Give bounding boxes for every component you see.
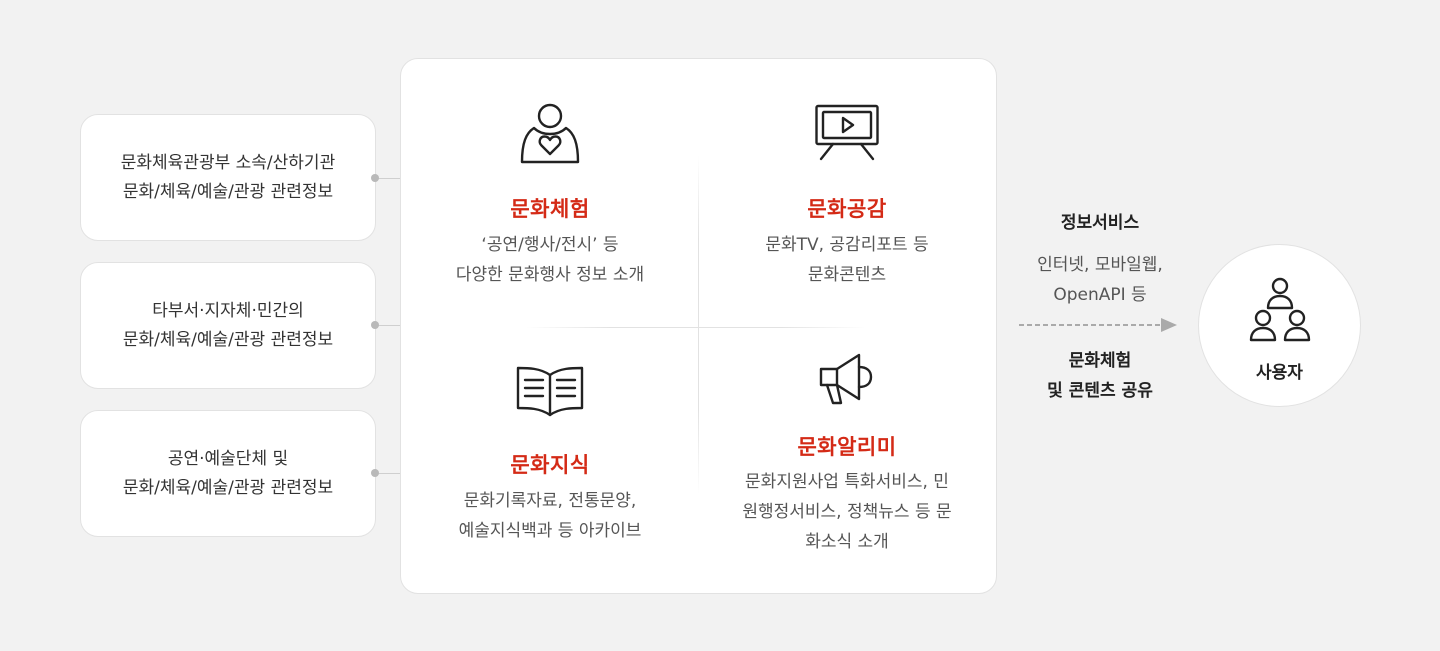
flow-arrow-icon (1019, 318, 1177, 332)
megaphone-icon (819, 353, 873, 405)
person-heart-icon (520, 103, 580, 164)
flow-channels-line2: OpenAPI 등 (1053, 285, 1147, 305)
cell-desc: 다양한 문화행사 정보 소개 (455, 265, 645, 285)
service-panel: 문화체험 ‘공연/행사/전시’ 등 다양한 문화행사 정보 소개 문화공감 문화… (400, 58, 997, 594)
connector-line (375, 473, 401, 474)
source-line2: 문화/체육/예술/관광 관련정보 (122, 477, 334, 498)
flow-channels-line1: 인터넷, 모바일웹, (1037, 255, 1163, 275)
source-box-local-gov: 타부서·지자체·민간의 문화/체육/예술/관광 관련정보 (80, 262, 376, 389)
flow-sharing-line1: 문화체험 (1068, 351, 1132, 371)
cell-desc: 문화콘텐츠 (807, 265, 887, 285)
cell-culture-experience: 문화체험 ‘공연/행사/전시’ 등 다양한 문화행사 정보 소개 (401, 101, 699, 290)
source-box-arts-groups: 공연·예술단체 및 문화/체육/예술/관광 관련정보 (80, 410, 376, 537)
flow-label-info-service: 정보서비스 (1060, 213, 1140, 233)
user-label: 사용자 (1256, 363, 1303, 383)
cell-title: 문화공감 (807, 197, 887, 221)
flow-sharing-line2: 및 콘텐츠 공유 (1047, 381, 1153, 401)
source-line2: 문화/체육/예술/관광 관련정보 (122, 181, 334, 202)
book-icon (516, 366, 584, 417)
tv-play-icon (815, 104, 879, 161)
connector-dot (371, 174, 379, 182)
connector-dot (371, 321, 379, 329)
cell-culture-empathy: 문화공감 문화TV, 공감리포트 등 문화콘텐츠 (698, 101, 996, 290)
flow-label-channels: 인터넷, 모바일웹, OpenAPI 등 (1010, 250, 1190, 310)
source-box-agencies: 문화체육관광부 소속/산하기관 문화/체육/예술/관광 관련정보 (80, 114, 376, 241)
panel-divider-vertical (698, 155, 699, 495)
cell-desc: 화소식 소개 (805, 532, 889, 552)
source-line1: 타부서·지자체·민간의 (152, 300, 304, 321)
connector-dot (371, 469, 379, 477)
cell-title: 문화체험 (510, 197, 590, 221)
panel-divider-horizontal (526, 327, 866, 328)
source-line1: 공연·예술단체 및 (167, 448, 289, 469)
cell-desc: ‘공연/행사/전시’ 등 (481, 235, 619, 255)
cell-desc: 문화TV, 공감리포트 등 (765, 235, 929, 255)
flow-label-sharing: 문화체험 및 콘텐츠 공유 (1030, 346, 1170, 406)
source-line2: 문화/체육/예술/관광 관련정보 (122, 329, 334, 350)
user-node: 사용자 (1198, 244, 1361, 407)
cell-desc: 문화기록자료, 전통문양, (463, 491, 637, 511)
cell-title: 문화지식 (510, 453, 590, 477)
cell-culture-knowledge: 문화지식 문화기록자료, 전통문양, 예술지식백과 등 아카이브 (401, 364, 699, 546)
connector-line (375, 325, 401, 326)
cell-desc: 문화지원사업 특화서비스, 민 (745, 472, 949, 492)
cell-desc: 예술지식백과 등 아카이브 (458, 521, 642, 541)
cell-title: 문화알리미 (797, 435, 897, 459)
source-line1: 문화체육관광부 소속/산하기관 (120, 152, 336, 173)
cell-culture-alarm: 문화알리미 문화지원사업 특화서비스, 민 원행정서비스, 정책뉴스 등 문 화… (698, 351, 996, 557)
connector-line (375, 178, 401, 179)
users-icon (1249, 277, 1311, 342)
cell-desc: 원행정서비스, 정책뉴스 등 문 (742, 502, 952, 522)
